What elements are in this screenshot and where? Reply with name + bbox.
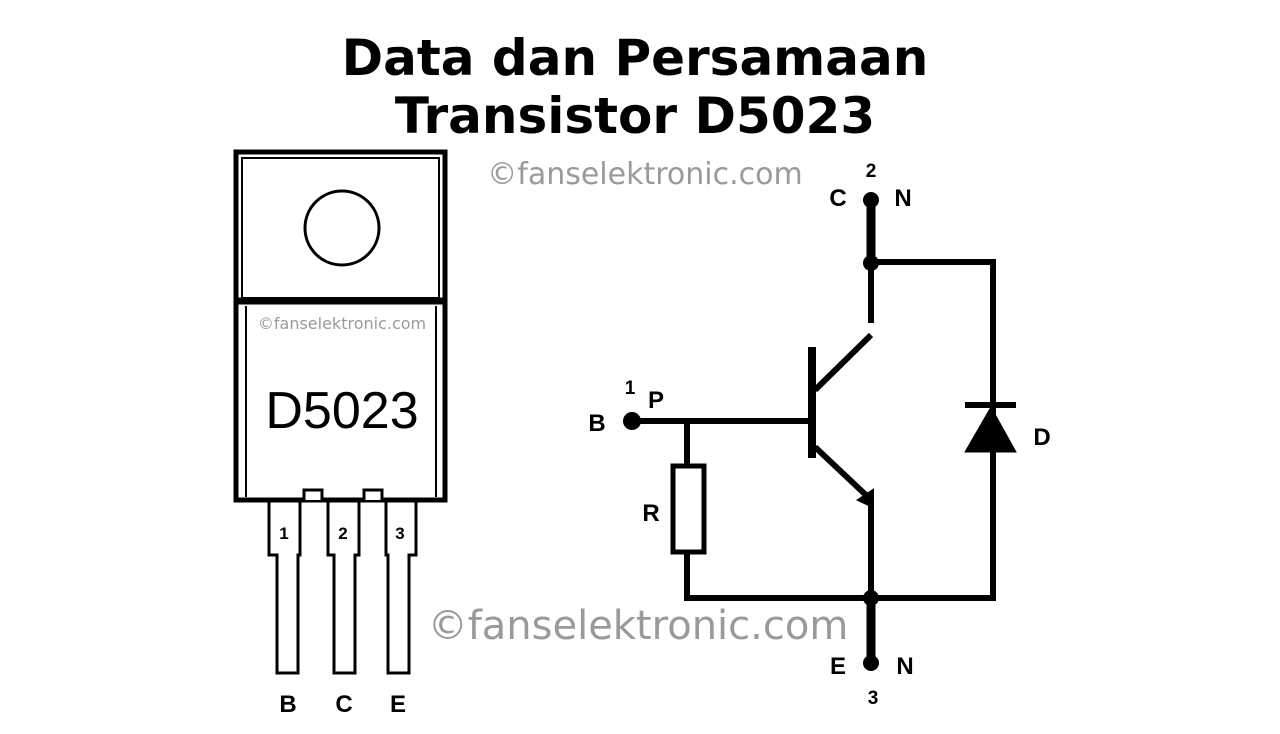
to220-package xyxy=(233,149,448,675)
watermark-top: ©fanselektronic.com xyxy=(487,157,802,192)
collector-terminal xyxy=(863,192,879,208)
junction-dots xyxy=(623,192,879,671)
lead-2 xyxy=(326,502,361,675)
lead-3 xyxy=(384,502,418,675)
emitter-node xyxy=(863,590,879,606)
emitter-name: E xyxy=(830,653,846,680)
package-outline xyxy=(233,149,448,503)
emitter-number: 3 xyxy=(868,688,879,709)
base-name: B xyxy=(588,410,605,437)
pin-number-2: 2 xyxy=(338,524,347,543)
base-type: P xyxy=(648,387,664,414)
collector-name: C xyxy=(829,185,846,212)
title-line-2: Transistor D5023 xyxy=(395,87,875,145)
collector-number: 2 xyxy=(866,161,877,182)
resistor-label: R xyxy=(642,500,659,527)
schematic xyxy=(632,200,1017,663)
diode-label: D xyxy=(1033,424,1050,451)
pin-name-e: E xyxy=(390,691,406,718)
package-notches xyxy=(302,488,384,500)
title-line-1: Data dan Persamaan xyxy=(342,29,929,87)
pin-name-b: B xyxy=(279,691,296,718)
mounting-hole xyxy=(303,189,381,267)
resistor xyxy=(670,463,707,555)
emitter-type: N xyxy=(896,653,913,680)
pin-number-1: 1 xyxy=(279,524,288,543)
pin-name-c: C xyxy=(335,691,352,718)
lead-1 xyxy=(267,502,302,675)
watermark-bottom: ©fanselektronic.com xyxy=(428,603,849,649)
pin-number-3: 3 xyxy=(395,524,404,543)
base-number: 1 xyxy=(625,378,636,399)
watermark-small: ©fanselektronic.com xyxy=(258,314,426,333)
diode-triangle xyxy=(964,405,1017,453)
collector-type: N xyxy=(894,185,911,212)
part-marking: D5023 xyxy=(265,382,418,440)
collector-diagonal xyxy=(812,332,874,393)
base-terminal xyxy=(623,412,641,430)
collector-node xyxy=(863,255,879,271)
emitter-diagonal xyxy=(812,444,871,500)
package-tab xyxy=(241,157,440,299)
emitter-terminal xyxy=(863,655,879,671)
